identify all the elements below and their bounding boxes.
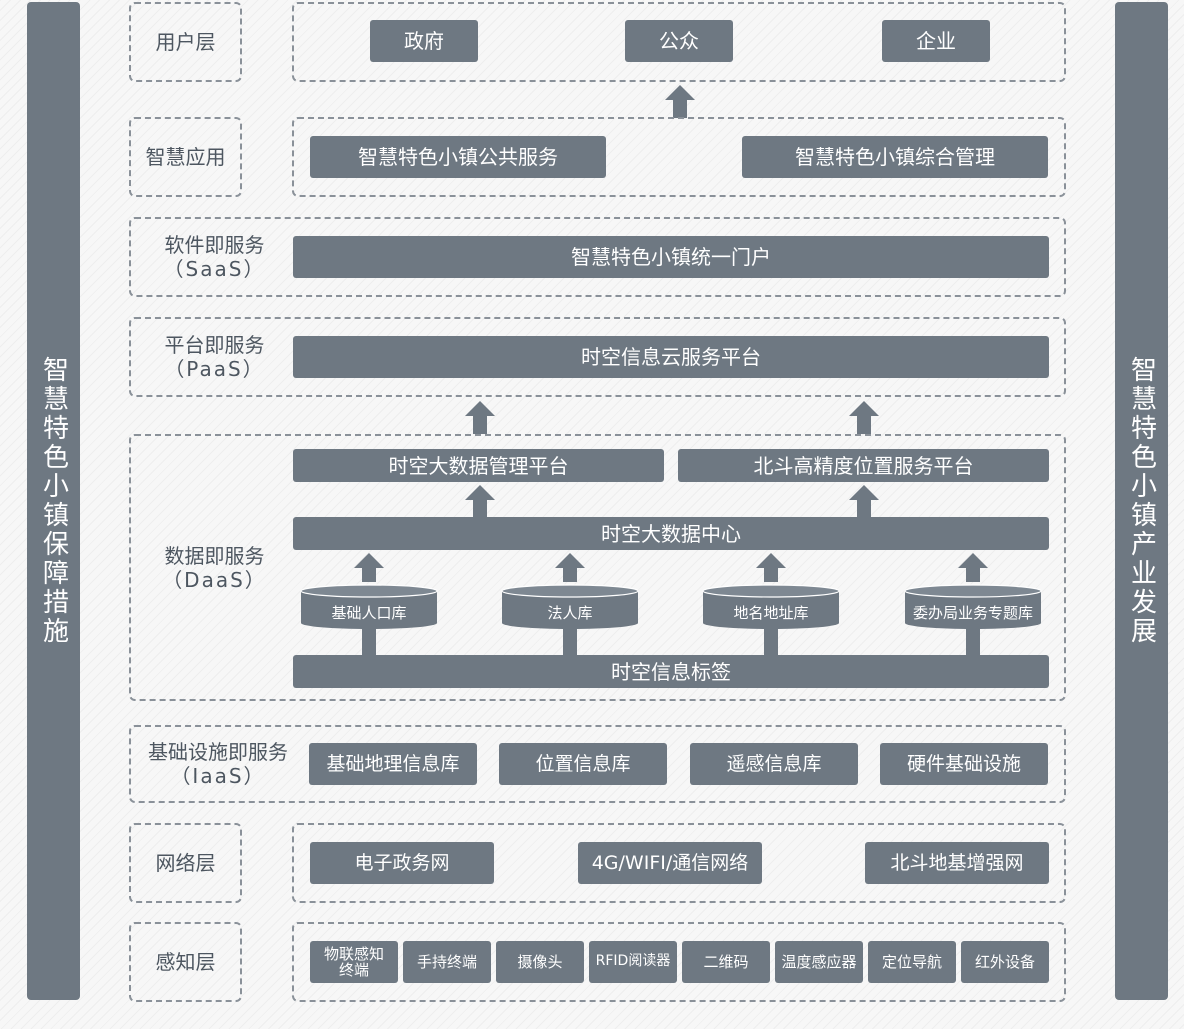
- sense-handheld-box: 手持终端: [403, 941, 491, 983]
- sense-iot-terminal-box: 物联感知终端: [310, 941, 398, 983]
- iaas-layer-label: 基础设施即服务（IaaS）: [133, 725, 303, 803]
- saas-label-line2: （SaaS）: [163, 257, 266, 281]
- iaas-location-db-box: 位置信息库: [499, 743, 667, 785]
- sense-layer-frame: [292, 922, 1066, 1002]
- sense-infrared-box: 红外设备: [961, 941, 1049, 983]
- network-layer-label-frame: [129, 823, 242, 903]
- side-bar-industry: 智慧特色小镇产业发展: [1115, 2, 1168, 1000]
- sense-camera-box: 摄像头: [496, 941, 584, 983]
- arrow-db3-to-center: [756, 553, 786, 582]
- database-thematic-label: 委办局业务专题库: [912, 604, 1033, 622]
- saas-portal-box: 智慧特色小镇统一门户: [293, 236, 1049, 278]
- app-public-service-box: 智慧特色小镇公共服务: [310, 136, 606, 178]
- network-4g-wifi-box: 4G/WIFI/通信网络: [578, 842, 762, 884]
- network-beidou-box: 北斗地基增强网: [865, 842, 1049, 884]
- daas-layer-label: 数据即服务（DaaS）: [137, 520, 292, 616]
- paas-layer-label: 平台即服务（PaaS）: [137, 317, 292, 397]
- database-cylinder-icon: [501, 584, 639, 629]
- iaas-layer-frame: [129, 725, 1066, 803]
- sense-layer-label-frame: [129, 922, 242, 1002]
- connector-db2: [563, 628, 577, 656]
- side-bar-safeguard-text: 智慧特色小镇保障措施: [38, 356, 69, 646]
- iaas-label-line1: 基础设施即服务: [148, 740, 288, 764]
- user-layer-label-frame: [129, 2, 242, 82]
- side-bar-industry-text: 智慧特色小镇产业发展: [1126, 356, 1157, 646]
- user-layer-frame: [292, 2, 1066, 82]
- paas-label-line2: （PaaS）: [164, 357, 265, 381]
- connector-db1: [362, 628, 376, 656]
- saas-label-line1: 软件即服务: [164, 233, 265, 257]
- daas-bigdata-center-box: 时空大数据中心: [293, 517, 1049, 550]
- sense-temperature-box: 温度感应器: [775, 941, 863, 983]
- iaas-label-line2: （IaaS）: [170, 764, 266, 788]
- iaas-geo-db-box: 基础地理信息库: [309, 743, 477, 785]
- iaas-hardware-box: 硬件基础设施: [880, 743, 1048, 785]
- daas-bigdata-mgmt-platform-box: 时空大数据管理平台: [293, 449, 664, 482]
- user-enterprise-box: 企业: [882, 20, 990, 62]
- daas-label-line1: 数据即服务: [164, 544, 265, 568]
- arrow-db2-to-center: [555, 553, 585, 582]
- database-legal-person: 法人库: [501, 584, 639, 630]
- arrow-beidou-to-paas: [849, 401, 879, 434]
- arrow-center-to-mgmt: [465, 485, 495, 517]
- side-bar-safeguard: 智慧特色小镇保障措施: [27, 2, 80, 1000]
- database-population: 基础人口库: [300, 584, 438, 630]
- database-legal-person-label: 法人库: [547, 604, 593, 622]
- connector-db4: [966, 628, 980, 656]
- paas-cloud-platform-box: 时空信息云服务平台: [293, 336, 1049, 378]
- app-layer-label-frame: [129, 117, 242, 197]
- saas-layer-frame: [129, 217, 1066, 297]
- database-place-address: 地名地址库: [702, 584, 840, 630]
- database-cylinder-icon: [702, 584, 840, 629]
- arrow-db1-to-center: [354, 553, 384, 582]
- arrow-db4-to-center: [958, 553, 988, 582]
- database-population-label: 基础人口库: [331, 604, 407, 622]
- user-layer-label: 用户层: [155, 30, 216, 54]
- database-thematic: 委办局业务专题库: [904, 584, 1042, 630]
- paas-label-line1: 平台即服务: [164, 333, 265, 357]
- user-government-box: 政府: [370, 20, 478, 62]
- network-egov-box: 电子政务网: [310, 842, 494, 884]
- daas-tag-box: 时空信息标签: [293, 655, 1049, 688]
- arrow-app-to-user: [665, 85, 695, 118]
- saas-layer-label: 软件即服务（SaaS）: [137, 217, 292, 297]
- app-layer-label: 智慧应用: [145, 145, 226, 169]
- sense-qrcode-box: 二维码: [682, 941, 770, 983]
- sense-rfid-box: RFID阅读器: [589, 941, 677, 983]
- user-public-box: 公众: [625, 20, 733, 62]
- database-place-address-label: 地名地址库: [733, 604, 809, 622]
- daas-label-line2: （DaaS）: [162, 568, 267, 592]
- database-cylinder-icon: [904, 584, 1042, 629]
- network-layer-label: 网络层: [155, 851, 216, 875]
- iaas-remote-sensing-db-box: 遥感信息库: [690, 743, 858, 785]
- network-layer-frame: [292, 823, 1066, 903]
- daas-layer-frame: [129, 434, 1066, 701]
- paas-layer-frame: [129, 317, 1066, 397]
- arrow-mgmt-to-paas: [465, 401, 495, 434]
- sense-navigation-box: 定位导航: [868, 941, 956, 983]
- database-cylinder-icon: [300, 584, 438, 629]
- daas-beidou-platform-box: 北斗高精度位置服务平台: [678, 449, 1049, 482]
- arrow-center-to-beidou: [849, 485, 879, 517]
- connector-db3: [764, 628, 778, 656]
- app-management-box: 智慧特色小镇综合管理: [742, 136, 1048, 178]
- app-layer-frame: [292, 117, 1066, 197]
- sense-layer-label: 感知层: [155, 950, 216, 974]
